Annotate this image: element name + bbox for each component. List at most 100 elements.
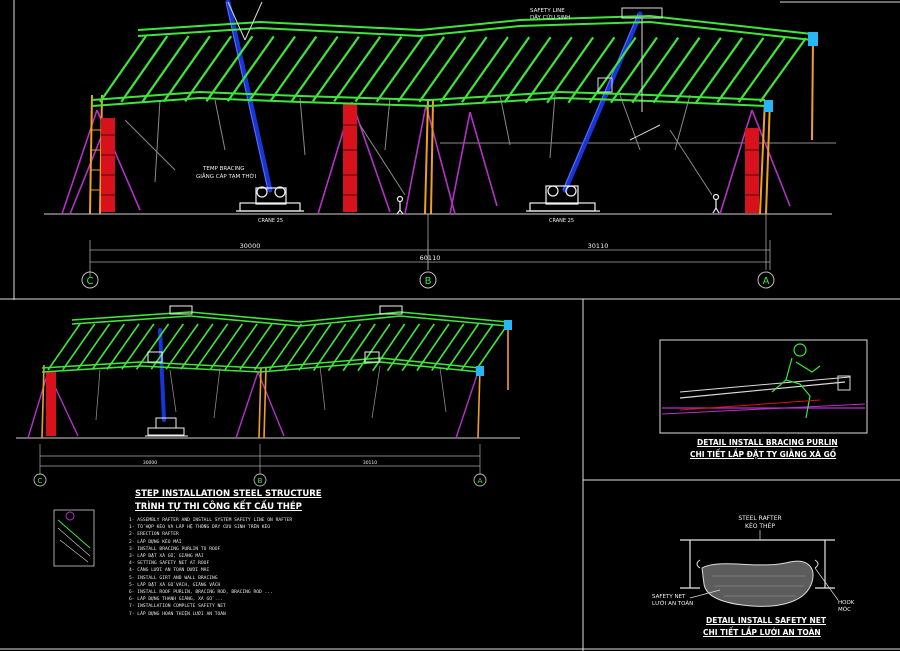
step-item: 5- LẮP ĐẶT XÀ GỒ VÁCH, GIẰNG VÁCH <box>129 582 221 588</box>
purlin <box>737 37 786 103</box>
props-2 <box>95 365 447 421</box>
detail-purlin-title-en: DETAIL INSTALL BRACING PURLIN <box>697 438 838 447</box>
purlin <box>239 323 273 371</box>
purlin <box>120 35 169 103</box>
purlin <box>431 323 465 371</box>
safety-line-label: SAFETY LINE <box>530 8 565 14</box>
crane-left-label: CRANE 25 <box>258 218 283 224</box>
step-item: 7- INSTALLATION COMPLETE SAFETY NET <box>129 604 226 610</box>
cable-bracing-2 <box>27 371 479 439</box>
safety-net-label-vi: LƯỚI AN TOÀN <box>652 600 693 607</box>
temp-bracing-props <box>124 94 713 196</box>
purlin <box>327 323 362 372</box>
dim-total: 60110 <box>420 254 441 262</box>
crane-boom-2 <box>158 328 166 422</box>
safety-net-blob <box>701 560 814 607</box>
temp-bracing-label: TEMP BRACING <box>202 166 245 172</box>
purlin <box>283 323 317 371</box>
step-item: 5- INSTALL GIRT AND WALL BRACING <box>129 575 218 581</box>
purlin <box>546 36 594 104</box>
step-item: 6- LẮP DỰNG THANH GIẰNG, XÀ GỒ ... <box>129 597 224 603</box>
step-item: 4- CĂNG LƯỚI AN TOÀN DƯỚI MÁI <box>129 568 210 574</box>
purlin <box>333 36 382 103</box>
orange-columns-2 <box>41 322 509 439</box>
roof-purlins <box>99 35 807 104</box>
dim-left: 30000 <box>240 242 261 250</box>
purlin <box>91 323 125 370</box>
column-caps <box>764 32 818 112</box>
purlin <box>312 323 347 372</box>
purlin <box>588 36 637 104</box>
purlin <box>269 35 318 102</box>
purlin <box>372 323 406 372</box>
step-item: 2- LẮP DỰNG KÈO MÁI <box>129 539 182 545</box>
purlin <box>673 37 722 104</box>
main-elevation <box>44 0 836 289</box>
dim-right-2: 30110 <box>363 460 377 466</box>
grid-axis-b-2: B <box>258 477 263 485</box>
purlin <box>180 323 214 370</box>
safety-net-label: SAFETY NET <box>652 594 686 600</box>
temp-bracing-label-vi: GIẰNG CÁP TẠM THỜI <box>196 172 257 180</box>
detail-net-title-vi: CHI TIẾT LẮP LƯỚI AN TOÀN <box>703 628 821 637</box>
purlin <box>47 323 81 371</box>
crane-boom-highlights <box>225 1 639 191</box>
purlin <box>62 323 96 371</box>
second-elevation <box>16 305 520 487</box>
svg-labels: SAFETY LINE DÂY CỨU SINH TEMP BRACING GI… <box>38 8 855 613</box>
purlin <box>418 36 467 103</box>
crane-booms <box>225 0 643 193</box>
dimension-lines-2 <box>39 444 481 474</box>
purlin <box>312 36 360 102</box>
purlin <box>375 36 424 103</box>
purlin <box>475 323 509 371</box>
purlin <box>135 323 170 370</box>
purlin <box>759 37 807 103</box>
purlin <box>224 323 258 371</box>
purlin <box>631 36 680 104</box>
purlin <box>386 323 421 372</box>
steps-title-en: STEP INSTALLATION STEEL STRUCTURE <box>135 489 322 499</box>
purlin <box>503 36 552 104</box>
steps-list: 1- ASSEMBLY RAFTER AND INSTALL SYSTEM SA… <box>129 517 339 618</box>
purlin <box>461 36 509 103</box>
grid-axis-bubbles-2 <box>33 473 487 487</box>
crane-right-label: CRANE 25 <box>549 218 574 224</box>
purlin <box>695 37 744 104</box>
detail-net-drawing <box>680 530 839 607</box>
purlin <box>524 36 573 104</box>
grid-axis-bubbles <box>81 271 775 289</box>
purlin <box>209 323 243 370</box>
grid-axis-a: A <box>763 276 770 287</box>
roof-purlins-2 <box>47 323 509 372</box>
purlin <box>342 323 376 372</box>
purlin <box>162 35 211 103</box>
red-column-hatch <box>101 124 759 196</box>
column-ladder <box>90 129 102 191</box>
dim-left-2: 30000 <box>143 460 157 466</box>
column-caps-2 <box>476 320 512 376</box>
purlin <box>652 37 701 104</box>
grid-axis-c-2: C <box>38 477 43 485</box>
purlin <box>226 35 275 102</box>
hook-label: HOOK <box>838 600 855 606</box>
purlin <box>397 36 445 103</box>
workers <box>396 193 720 215</box>
purlin <box>482 36 531 104</box>
purlin <box>439 36 488 103</box>
detail-purlin-box <box>659 339 868 434</box>
step-item: 3- INSTALL BRACING PURLIN TO ROOF <box>129 546 221 552</box>
purlin <box>194 323 229 370</box>
purlin <box>76 323 111 371</box>
dimension-lines <box>89 214 771 278</box>
detail-net-title-en: DETAIL INSTALL SAFETY NET <box>706 616 826 625</box>
steel-rafter-label: STEEL RAFTER <box>738 515 781 522</box>
lifting-rigging <box>227 1 663 141</box>
step-item: 1- ASSEMBLY RAFTER AND INSTALL SYSTEM SA… <box>129 518 293 523</box>
purlin <box>165 323 199 370</box>
purlin <box>205 35 254 102</box>
dim-right: 30110 <box>588 242 609 250</box>
hook-icon <box>696 559 819 569</box>
crane-2 <box>145 305 403 437</box>
